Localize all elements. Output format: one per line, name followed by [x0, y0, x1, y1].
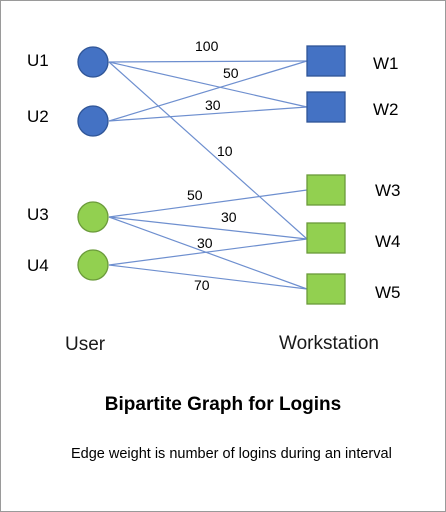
edge-u3-w4 — [108, 216, 308, 240]
workstation-label-w3: W3 — [375, 181, 401, 200]
user-label-u3: U3 — [27, 205, 49, 224]
workstation-node-w4 — [306, 222, 346, 254]
edge-weight-u4-w5: 70 — [194, 277, 210, 293]
workstation-label-w4: W4 — [375, 232, 401, 251]
edge-weight-u1-w2: 50 — [223, 65, 239, 81]
edge-u4-w5 — [108, 264, 308, 290]
user-node-u1 — [77, 46, 109, 78]
edge-weight-u4-w4: 30 — [197, 235, 213, 251]
edge-u1-w4 — [108, 61, 308, 240]
workstation-label-w1: W1 — [373, 54, 399, 73]
edge-u2-w2 — [108, 106, 308, 122]
user-node-u2 — [77, 105, 109, 137]
edge-u2-w1 — [108, 60, 308, 122]
user-label-u4: U4 — [27, 256, 49, 275]
user-node-u4 — [77, 249, 109, 281]
edge-u3-w5 — [108, 216, 308, 290]
workstation-column-label: Workstation — [279, 333, 379, 354]
diagram-caption: Edge weight is number of logins during a… — [71, 446, 392, 462]
workstation-node-w3 — [306, 174, 346, 206]
user-label-u1: U1 — [27, 51, 49, 70]
workstation-label-w2: W2 — [373, 100, 399, 119]
workstation-node-w5 — [306, 273, 346, 305]
edge-weight-u2-w2: 30 — [205, 97, 221, 113]
diagram-title: Bipartite Graph for Logins — [104, 394, 342, 415]
edge-u1-w1 — [108, 60, 308, 63]
nodes — [77, 45, 346, 305]
edge-weight-u3-w3: 50 — [187, 187, 203, 203]
edge-weight-u1-w4: 10 — [217, 143, 233, 159]
workstation-node-w1 — [306, 45, 346, 77]
user-label-u2: U2 — [27, 107, 49, 126]
user-node-u3 — [77, 201, 109, 233]
workstation-node-w2 — [306, 91, 346, 123]
user-column-label: User — [65, 334, 106, 355]
edge-weight-u3-w4: 30 — [221, 209, 237, 225]
edge-u1-w2 — [108, 61, 308, 108]
edges — [108, 60, 308, 290]
edge-weight-u1-w1: 100 — [195, 38, 219, 54]
edge-u3-w3 — [108, 189, 308, 218]
edge-u4-w4 — [108, 238, 308, 266]
workstation-label-w5: W5 — [375, 283, 401, 302]
